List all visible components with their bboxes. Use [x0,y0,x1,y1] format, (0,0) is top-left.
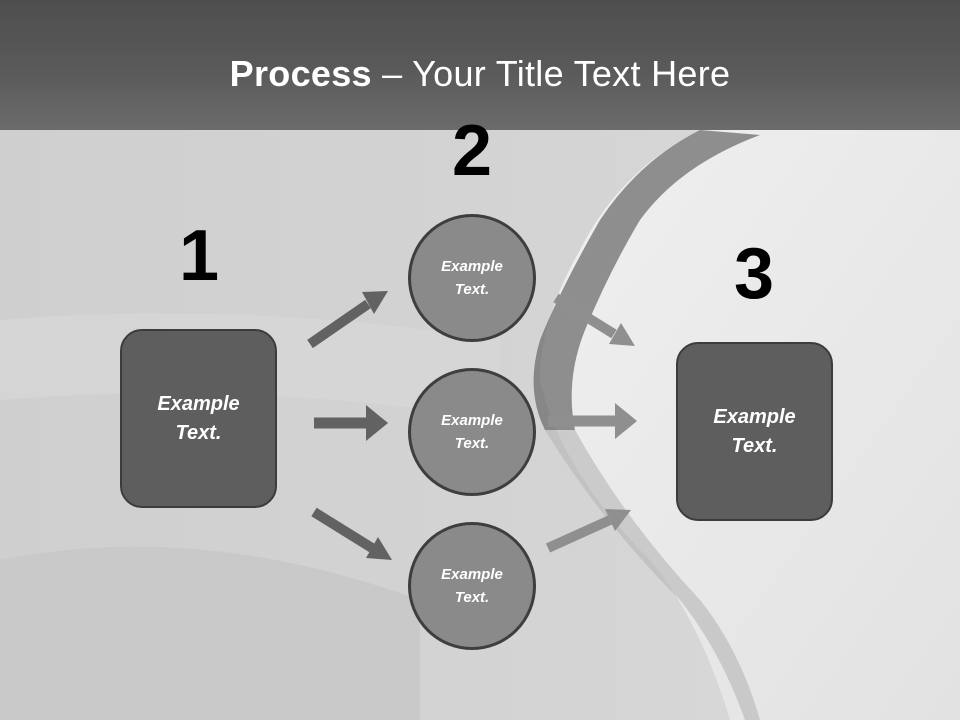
arrow-down-right [553,293,617,339]
arrow-down-left-head [366,537,392,560]
step-number-3: 3 [733,234,775,314]
arrow-up-left [307,299,371,349]
circle-text-line2: Text. [454,435,490,452]
arrow-up-right [545,515,613,553]
process-circle-bottom: Example Text. [408,522,536,650]
arrow-mid-right-head [615,403,637,439]
circle-text-line1: Example [441,566,503,583]
process-circle-middle: Example Text. [408,368,536,496]
box-text-line2: Text. [175,421,222,444]
circle-text-line1: Example [441,412,503,429]
step-number-2: 2 [451,111,493,191]
arrow-up-left-head [362,291,388,314]
process-circle-top: Example Text. [408,214,536,342]
circle-text-line1: Example [441,258,503,275]
process-box-left: Example Text. [120,329,277,508]
box-text-line1: Example [157,392,240,415]
box-text-line1: Example [713,405,796,428]
arrow-down-left [311,507,375,553]
circle-text-line2: Text. [454,281,490,298]
box-text-line2: Text. [731,434,778,457]
arrow-down-right-head [609,323,635,346]
title-rest: – Your Title Text Here [371,53,731,94]
process-box-right: Example Text. [676,342,833,521]
step-number-1: 1 [178,216,220,296]
arrow-up-right-head [605,509,631,531]
title-bold: Process [229,53,372,94]
arrow-mid-left-head [366,405,388,441]
title-bar: Process – Your Title Text Here [0,0,960,130]
circle-text-line2: Text. [454,589,490,606]
slide-title: Process – Your Title Text Here [0,52,960,96]
